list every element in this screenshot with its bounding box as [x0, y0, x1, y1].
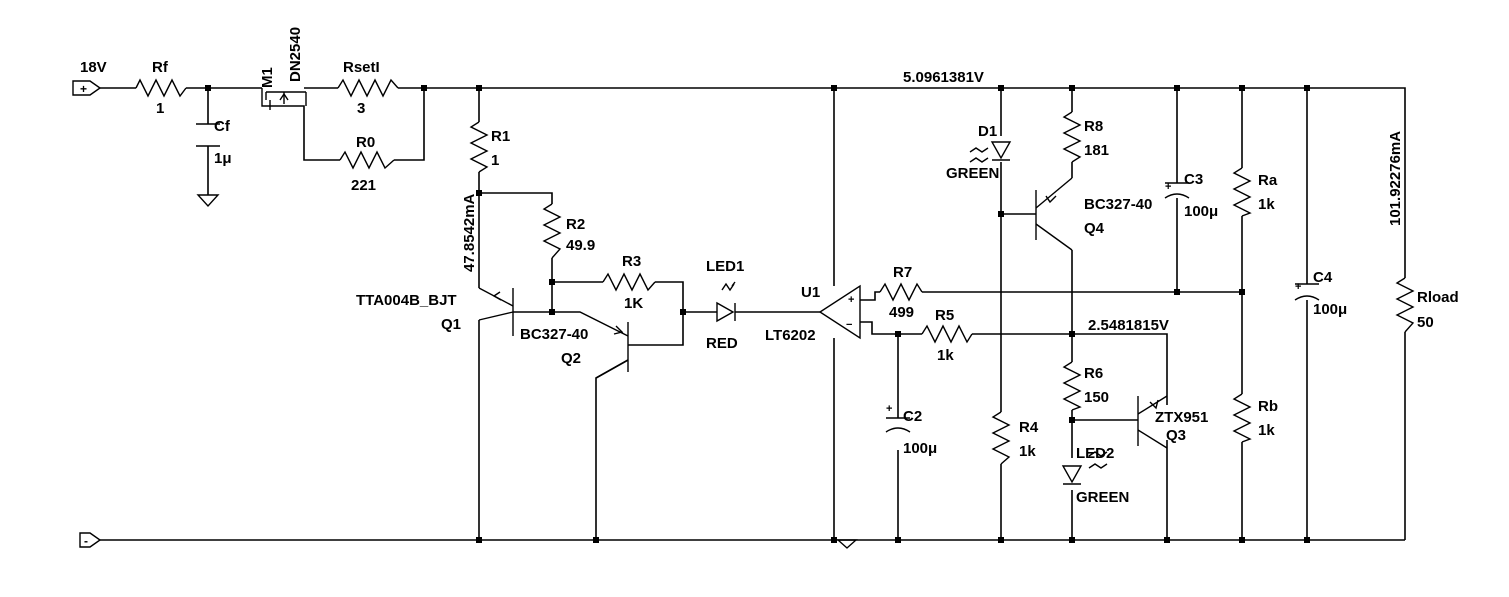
svg-text:Q4: Q4	[1084, 220, 1105, 237]
svg-text:-: -	[84, 534, 88, 548]
svg-text:R4: R4	[1019, 419, 1039, 436]
svg-text:1: 1	[156, 100, 164, 117]
svg-text:LED2: LED2	[1076, 445, 1114, 462]
svg-text:150: 150	[1084, 389, 1109, 406]
svg-text:100μ: 100μ	[1313, 301, 1347, 318]
svg-text:1μ: 1μ	[214, 150, 232, 167]
junctions	[205, 85, 1310, 543]
svg-text:3: 3	[357, 100, 365, 117]
svg-text:R6: R6	[1084, 365, 1103, 382]
svg-text:C4: C4	[1313, 269, 1333, 286]
svg-text:100μ: 100μ	[1184, 203, 1218, 220]
transistor-q2: BC327-40 Q2	[520, 311, 629, 379]
resistor-ra: Ra 1k	[1232, 167, 1278, 217]
resistor-rb: Rb 1k	[1232, 393, 1278, 443]
svg-text:GREEN: GREEN	[1076, 489, 1129, 506]
svg-text:Q2: Q2	[561, 350, 581, 367]
svg-text:DN2540: DN2540	[287, 27, 304, 82]
mosfet-m1: M1 DN2540	[259, 27, 307, 110]
svg-text:Rload: Rload	[1417, 289, 1459, 306]
capacitor-c3: + C3 100μ	[1164, 171, 1218, 220]
svg-text:TTA004B_BJT: TTA004B_BJT	[356, 292, 457, 309]
svg-text:100μ: 100μ	[903, 440, 937, 457]
svg-text:R2: R2	[566, 216, 585, 233]
svg-text:C2: C2	[903, 408, 922, 425]
svg-text:+: +	[1165, 181, 1171, 193]
svg-text:1: 1	[491, 152, 499, 169]
top-rail-voltage-label: 5.0961381V	[903, 69, 984, 86]
resistor-r2: R2 49.9	[542, 203, 595, 259]
svg-text:Rf: Rf	[152, 59, 169, 76]
svg-text:R5: R5	[935, 307, 954, 324]
capacitor-cf: Cf 1μ	[196, 118, 232, 208]
opamp-u1: + − U1 LT6202	[765, 284, 861, 549]
transistor-q3: ZTX951 Q3	[1137, 395, 1208, 449]
load-current-label: 101.92276mA	[1387, 131, 1404, 226]
resistor-r1: R1 1 47.8542mA	[461, 121, 510, 272]
port-minus-ground-rail: -	[79, 532, 102, 548]
svg-text:Ra: Ra	[1258, 172, 1278, 189]
svg-text:−: −	[846, 319, 852, 331]
svg-text:GREEN: GREEN	[946, 165, 999, 182]
transistor-q1: TTA004B_BJT Q1	[356, 287, 514, 336]
svg-text:+: +	[886, 403, 892, 415]
svg-text:R3: R3	[622, 253, 641, 270]
svg-text:R1: R1	[491, 128, 510, 145]
svg-text:C3: C3	[1184, 171, 1203, 188]
wires	[100, 87, 1406, 541]
svg-text:Q1: Q1	[441, 316, 461, 333]
svg-text:Cf: Cf	[214, 118, 231, 135]
svg-text:RsetI: RsetI	[343, 59, 380, 76]
svg-text:1k: 1k	[1258, 196, 1275, 213]
svg-text:+: +	[1295, 281, 1301, 293]
svg-text:181: 181	[1084, 142, 1109, 159]
svg-text:R7: R7	[893, 264, 912, 281]
resistor-rload: Rload 50 101.92276mA	[1387, 131, 1459, 333]
svg-text:221: 221	[351, 177, 376, 194]
svg-text:1k: 1k	[1019, 443, 1036, 460]
svg-text:LED1: LED1	[706, 258, 744, 275]
svg-text:RED: RED	[706, 335, 738, 352]
port-plus-18v: + 18V	[72, 59, 107, 96]
resistor-r7: R7 499	[879, 264, 923, 321]
svg-text:U1: U1	[801, 284, 820, 301]
led-d1: D1 GREEN	[946, 123, 1012, 182]
svg-text:R8: R8	[1084, 118, 1103, 135]
svg-text:1k: 1k	[937, 347, 954, 364]
svg-text:Rb: Rb	[1258, 398, 1278, 415]
r1-current-label: 47.8542mA	[461, 193, 478, 272]
svg-text:ZTX951: ZTX951	[1155, 409, 1208, 426]
transistor-q4: BC327-40 Q4	[1035, 177, 1152, 251]
svg-text:+: +	[80, 82, 87, 96]
resistor-r5: R5 1k	[921, 307, 973, 364]
svg-text:R0: R0	[356, 134, 375, 151]
capacitor-c4: + C4 100μ	[1294, 269, 1347, 318]
svg-text:+: +	[848, 294, 854, 306]
svg-text:Q3: Q3	[1166, 427, 1186, 444]
svg-text:M1: M1	[259, 67, 276, 88]
resistor-r4: R4 1k	[991, 411, 1039, 465]
svg-text:1k: 1k	[1258, 422, 1275, 439]
resistor-rf: Rf 1	[135, 59, 187, 117]
svg-text:BC327-40: BC327-40	[1084, 196, 1152, 213]
resistor-rseti: RsetI 3	[337, 59, 399, 117]
led-led2: LED2 GREEN	[1061, 445, 1129, 506]
led-led1: LED1 RED	[706, 258, 745, 352]
supply-voltage-label: 18V	[80, 59, 107, 76]
svg-text:BC327-40: BC327-40	[520, 326, 588, 343]
svg-text:D1: D1	[978, 123, 997, 140]
resistor-r6: R6 150	[1062, 361, 1109, 411]
mid-node-voltage-label: 2.5481815V	[1088, 317, 1169, 334]
resistor-r3: R3 1K	[602, 253, 656, 312]
resistor-r0: R0 221	[339, 134, 395, 194]
capacitor-c2: + C2 100μ	[885, 403, 937, 457]
svg-text:LT6202: LT6202	[765, 327, 816, 344]
svg-text:499: 499	[889, 304, 914, 321]
svg-text:50: 50	[1417, 314, 1434, 331]
resistor-r8: R8 181	[1062, 111, 1109, 163]
svg-text:49.9: 49.9	[566, 237, 595, 254]
svg-text:1K: 1K	[624, 295, 643, 312]
